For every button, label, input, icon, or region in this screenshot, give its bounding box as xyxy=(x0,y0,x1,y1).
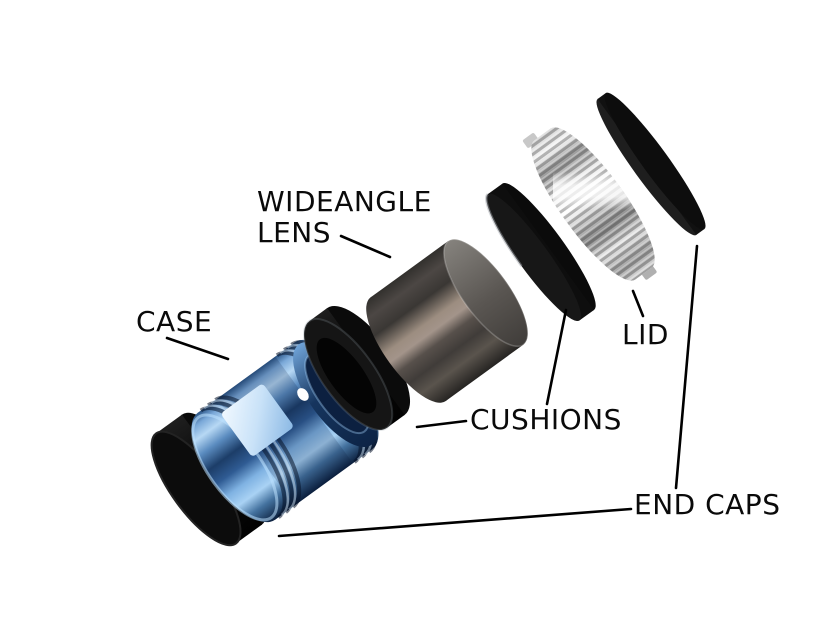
cushion-rear xyxy=(485,182,596,322)
leader-case xyxy=(165,336,230,361)
case-window xyxy=(222,384,293,456)
lens-front-face xyxy=(443,239,528,347)
end-cap-front xyxy=(596,92,706,236)
case-hole xyxy=(297,388,309,401)
cushion-rear-rim xyxy=(485,193,523,267)
leader-end-caps-steep xyxy=(674,244,699,490)
label-wideangle-line2: LENS xyxy=(257,216,332,249)
cushion-front xyxy=(302,305,411,432)
leader-lines xyxy=(165,234,699,538)
lens-body xyxy=(370,241,524,401)
leader-cushions-rear xyxy=(545,308,568,406)
leader-wideangle-lens xyxy=(339,234,392,259)
label-wideangle-line1: WIDEANGLE xyxy=(257,185,432,218)
label-wideangle-lens: WIDEANGLE LENS xyxy=(257,186,432,248)
label-lid: LID xyxy=(622,318,669,351)
cushion-front-rim xyxy=(302,317,394,432)
leader-lid xyxy=(631,289,645,318)
wideangle-lens-part xyxy=(366,238,529,403)
leader-cushions-front xyxy=(415,419,468,429)
label-case: CASE xyxy=(136,305,213,338)
lid-shine xyxy=(553,172,633,210)
cushion-rear-face xyxy=(486,193,582,322)
cushion-front-hole xyxy=(316,337,377,414)
lens-front-rim xyxy=(443,238,529,348)
end-cap-front-back xyxy=(604,92,706,230)
end-cap-rear-face xyxy=(151,431,241,546)
label-end-caps: END CAPS xyxy=(634,488,781,521)
leader-end-caps-long xyxy=(277,507,633,538)
lid-step-top xyxy=(522,133,539,148)
lid-step-bottom xyxy=(640,264,657,280)
lid-part xyxy=(516,115,670,293)
label-cushions: CUSHIONS xyxy=(470,403,622,436)
